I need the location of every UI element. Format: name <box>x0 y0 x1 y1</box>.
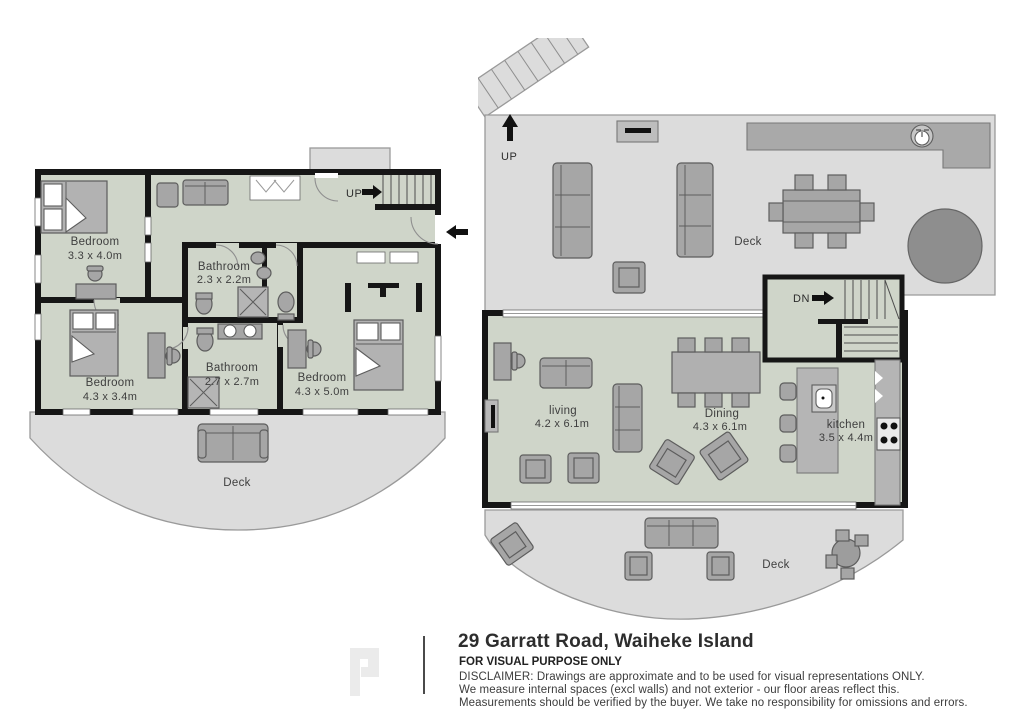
upper-bottom-deck <box>484 509 904 620</box>
bedroom3-label: Bedroom <box>298 372 347 384</box>
bedroom3-dims: 4.3 x 5.0m <box>295 386 349 398</box>
footer-divider <box>423 636 425 694</box>
top-deck-label: Deck <box>734 236 761 248</box>
disclaimer-line-3: Measurements should be verified by the b… <box>459 697 968 709</box>
bathroom2-label: Bathroom <box>206 362 258 374</box>
lower-deck-sofa <box>197 423 269 463</box>
lower-windows <box>34 197 442 416</box>
kitchen-fixtures <box>779 359 901 506</box>
bottom-deck-label: Deck <box>762 559 789 571</box>
bedroom2-dims: 4.3 x 3.4m <box>83 391 137 403</box>
upper-top-deck <box>484 114 996 314</box>
deck-up-label: UP <box>501 151 517 163</box>
upper-floor-plan: UP Deck <box>478 38 996 620</box>
entry-arrow-icon <box>446 225 468 239</box>
bedroom1-dims: 3.3 x 4.0m <box>68 250 122 262</box>
bathroom1-fixtures <box>195 251 295 321</box>
kitchen-label: kitchen <box>827 419 866 431</box>
kitchen-dims: 3.5 x 4.4m <box>819 432 873 444</box>
dn-stairs: DN <box>762 274 905 363</box>
dn-label: DN <box>793 293 810 305</box>
disclaimer-line-1: DISCLAIMER: Drawings are approximate and… <box>459 671 925 683</box>
dining-dims: 4.3 x 6.1m <box>693 421 747 433</box>
lower-deck <box>29 411 446 531</box>
cooktop <box>876 417 901 451</box>
spa-pool <box>907 208 983 284</box>
brand-logo <box>350 648 379 696</box>
living-dims: 4.2 x 6.1m <box>535 418 589 430</box>
top-deck-furniture <box>552 162 875 294</box>
dining-furniture <box>649 337 761 485</box>
living-label: living <box>549 405 577 417</box>
living-furniture <box>484 342 643 484</box>
purpose-note: FOR VISUAL PURPOSE ONLY <box>459 656 622 668</box>
bedroom3-furniture <box>287 283 422 391</box>
bedroom1-furniture <box>40 180 117 300</box>
bathroom1-dims: 2.3 x 2.2m <box>197 274 251 286</box>
lower-up-stairs: UP <box>346 175 432 204</box>
bedroom1-label: Bedroom <box>71 236 120 248</box>
hall-furniture <box>156 179 229 208</box>
disclaimer-line-2: We measure internal spaces (excl walls) … <box>459 684 900 696</box>
bathroom2-dims: 2.7 x 2.7m <box>205 376 259 388</box>
up-label: UP <box>346 188 362 200</box>
bedroom2-label: Bedroom <box>86 377 135 389</box>
bedroom2-furniture <box>69 309 181 379</box>
up-arrow-icon <box>502 114 518 141</box>
dining-label: Dining <box>705 408 739 420</box>
deck-up-arrow: UP <box>501 114 518 163</box>
tv <box>491 405 495 428</box>
bathroom1-label: Bathroom <box>198 261 250 273</box>
hall-closet <box>249 175 301 201</box>
lower-deck-label: Deck <box>223 477 250 489</box>
property-address: 29 Garratt Road, Waiheke Island <box>458 631 754 652</box>
dn-arrow-icon <box>812 291 834 305</box>
lower-floor-plan: UP <box>29 147 468 531</box>
up-stairs-arrow-icon <box>362 185 382 199</box>
bathroom2-fixtures <box>187 323 263 409</box>
external-stairs <box>478 38 590 118</box>
